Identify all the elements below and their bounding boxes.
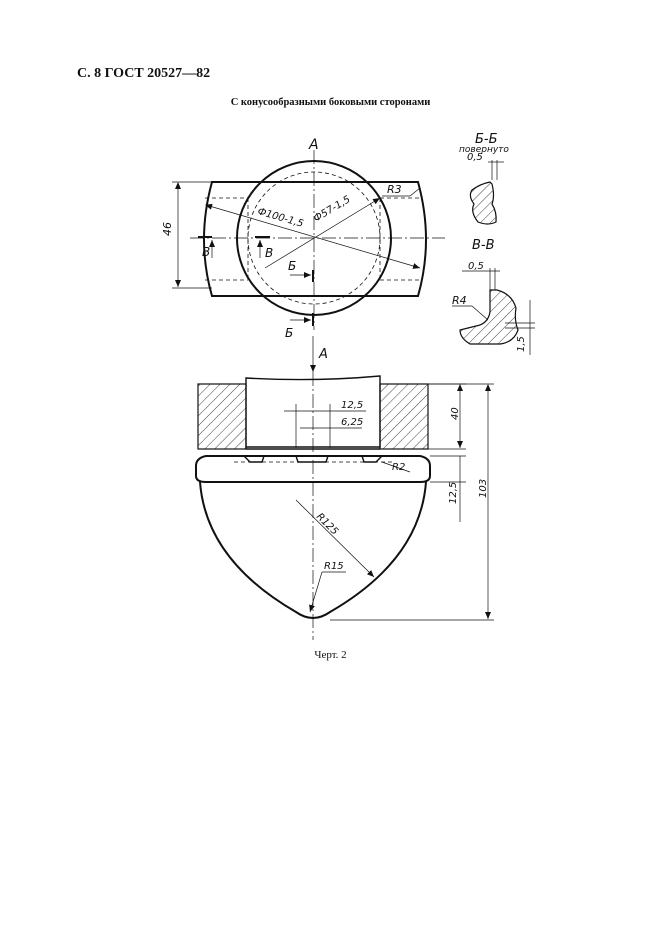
radius-r125: R125 — [314, 511, 340, 537]
center-punch — [245, 375, 381, 448]
section-bb-profile — [469, 181, 497, 225]
section-bb-note: повернуто — [459, 145, 509, 155]
dim-40: 40 — [450, 407, 461, 420]
dim-outer-diameter: Ф100-1,5 — [256, 206, 304, 230]
section-label-b-top: Б — [288, 259, 296, 273]
left-hatched-block — [197, 383, 247, 450]
top-view: Ф100-1,5 Ф57-1,5 R3 46 А В В Б Б А — [161, 137, 445, 372]
leader-r125 — [295, 499, 375, 578]
leader-r15 — [309, 571, 323, 613]
arrow-label-a: А — [318, 347, 328, 362]
dim-12-5-top: 12,5 — [341, 400, 363, 411]
right-hatched-block — [379, 383, 429, 450]
dim-line-outer-diameter — [205, 203, 421, 269]
figure-caption: Черт. 2 — [314, 649, 347, 661]
page-header: С. 8 ГОСТ 20527—82 — [77, 66, 211, 81]
blade-top-band — [195, 455, 431, 483]
dim-height: 46 — [161, 222, 174, 236]
radius-r2: R2 — [392, 462, 405, 473]
section-vv-radius: R4 — [452, 294, 467, 307]
dim-inner-diameter: Ф57-1,5 — [312, 194, 353, 224]
section-vv-dim-top: 0,5 — [468, 261, 484, 272]
section-bb-dim: 0,5 — [467, 152, 483, 163]
drawing-subtitle: С конусообразными боковыми сторонами — [230, 97, 431, 108]
section-label-v-right: В — [265, 246, 273, 260]
top-view-outline — [203, 181, 427, 297]
section-vv: В-В 0,5 R4 1,5 — [452, 238, 535, 355]
section-label-b-bottom: Б — [285, 326, 293, 340]
section-bb-title: Б-Б — [475, 132, 498, 147]
leader-r2 — [381, 461, 411, 473]
dim-6-25: 6,25 — [341, 417, 363, 428]
section-vv-title: В-В — [472, 238, 495, 253]
dim-line-inner-diameter — [264, 197, 381, 269]
dim-103: 103 — [478, 479, 489, 498]
section-vv-dim-side: 1,5 — [516, 336, 527, 352]
dim-12-5-side: 12,5 — [448, 482, 459, 504]
radius-r15: R15 — [324, 561, 344, 572]
leader-r3 — [409, 187, 421, 197]
section-bb: Б-Б повернуто 0,5 — [459, 132, 509, 225]
view-label-a: А — [308, 137, 319, 153]
section-vv-profile — [459, 289, 519, 345]
section-label-v-left: В — [202, 245, 210, 259]
front-view: 12,5 6,25 R2 40 12,5 103 R125 R15 — [195, 372, 494, 640]
radius-r3: R3 — [387, 183, 402, 196]
leader-r4 — [471, 305, 489, 321]
